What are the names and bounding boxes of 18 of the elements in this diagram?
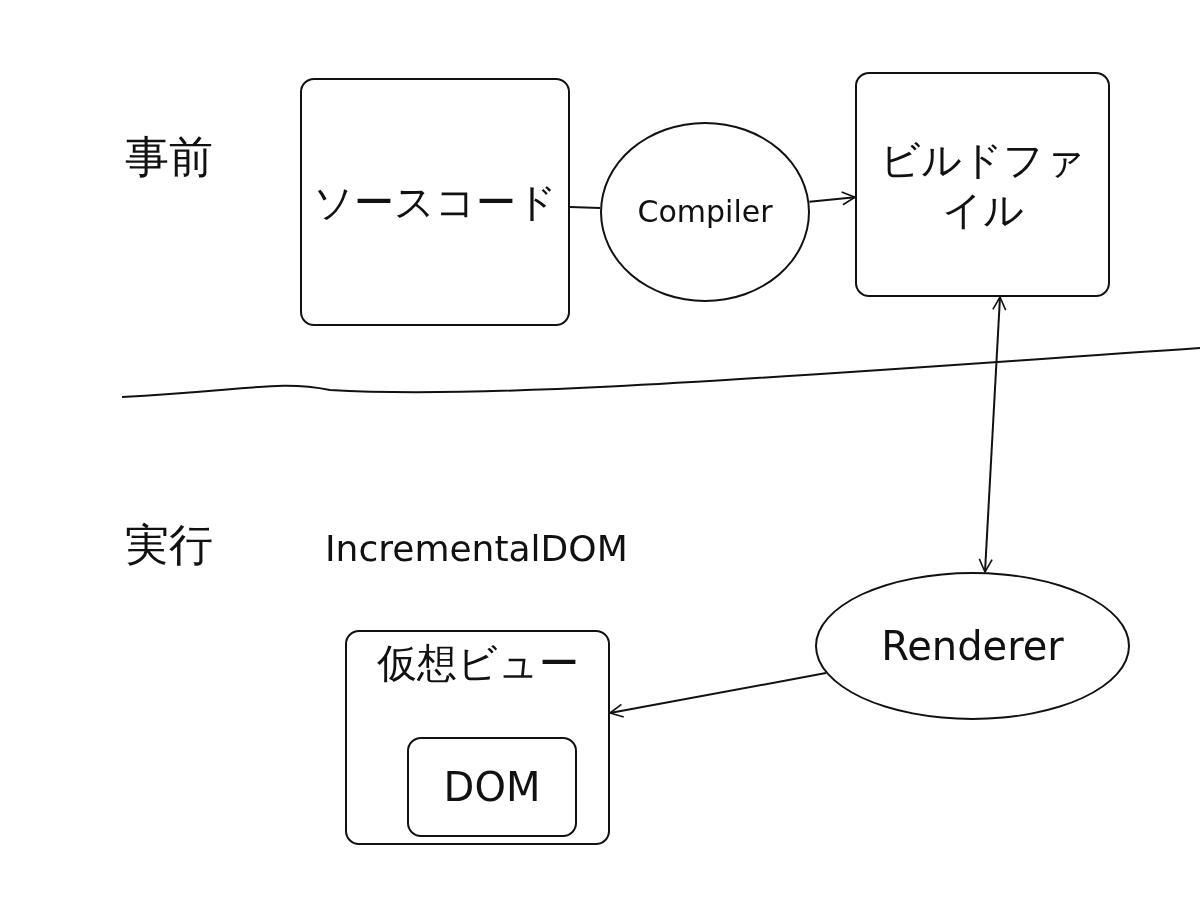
inner-box [407, 737, 577, 837]
node-label: Renderer [880, 622, 1065, 671]
process-ellipse [600, 122, 810, 302]
node-label: ビルドファイル [879, 135, 1086, 235]
node-label: DOM [442, 763, 542, 812]
process-box [300, 78, 570, 326]
process-ellipse [815, 572, 1130, 720]
text-label: IncrementalDOM [325, 528, 628, 569]
arrow [978, 296, 1007, 573]
process-box [855, 72, 1110, 297]
text-label: 事前 [125, 130, 213, 184]
process-box [345, 630, 610, 845]
arrow [808, 191, 856, 206]
node-label: Compiler [636, 193, 774, 232]
node-label: ソースコード [312, 178, 558, 227]
text-label: 実行 [125, 518, 213, 572]
arrow [609, 672, 827, 718]
node-label: 仮想ビュー [375, 639, 580, 688]
